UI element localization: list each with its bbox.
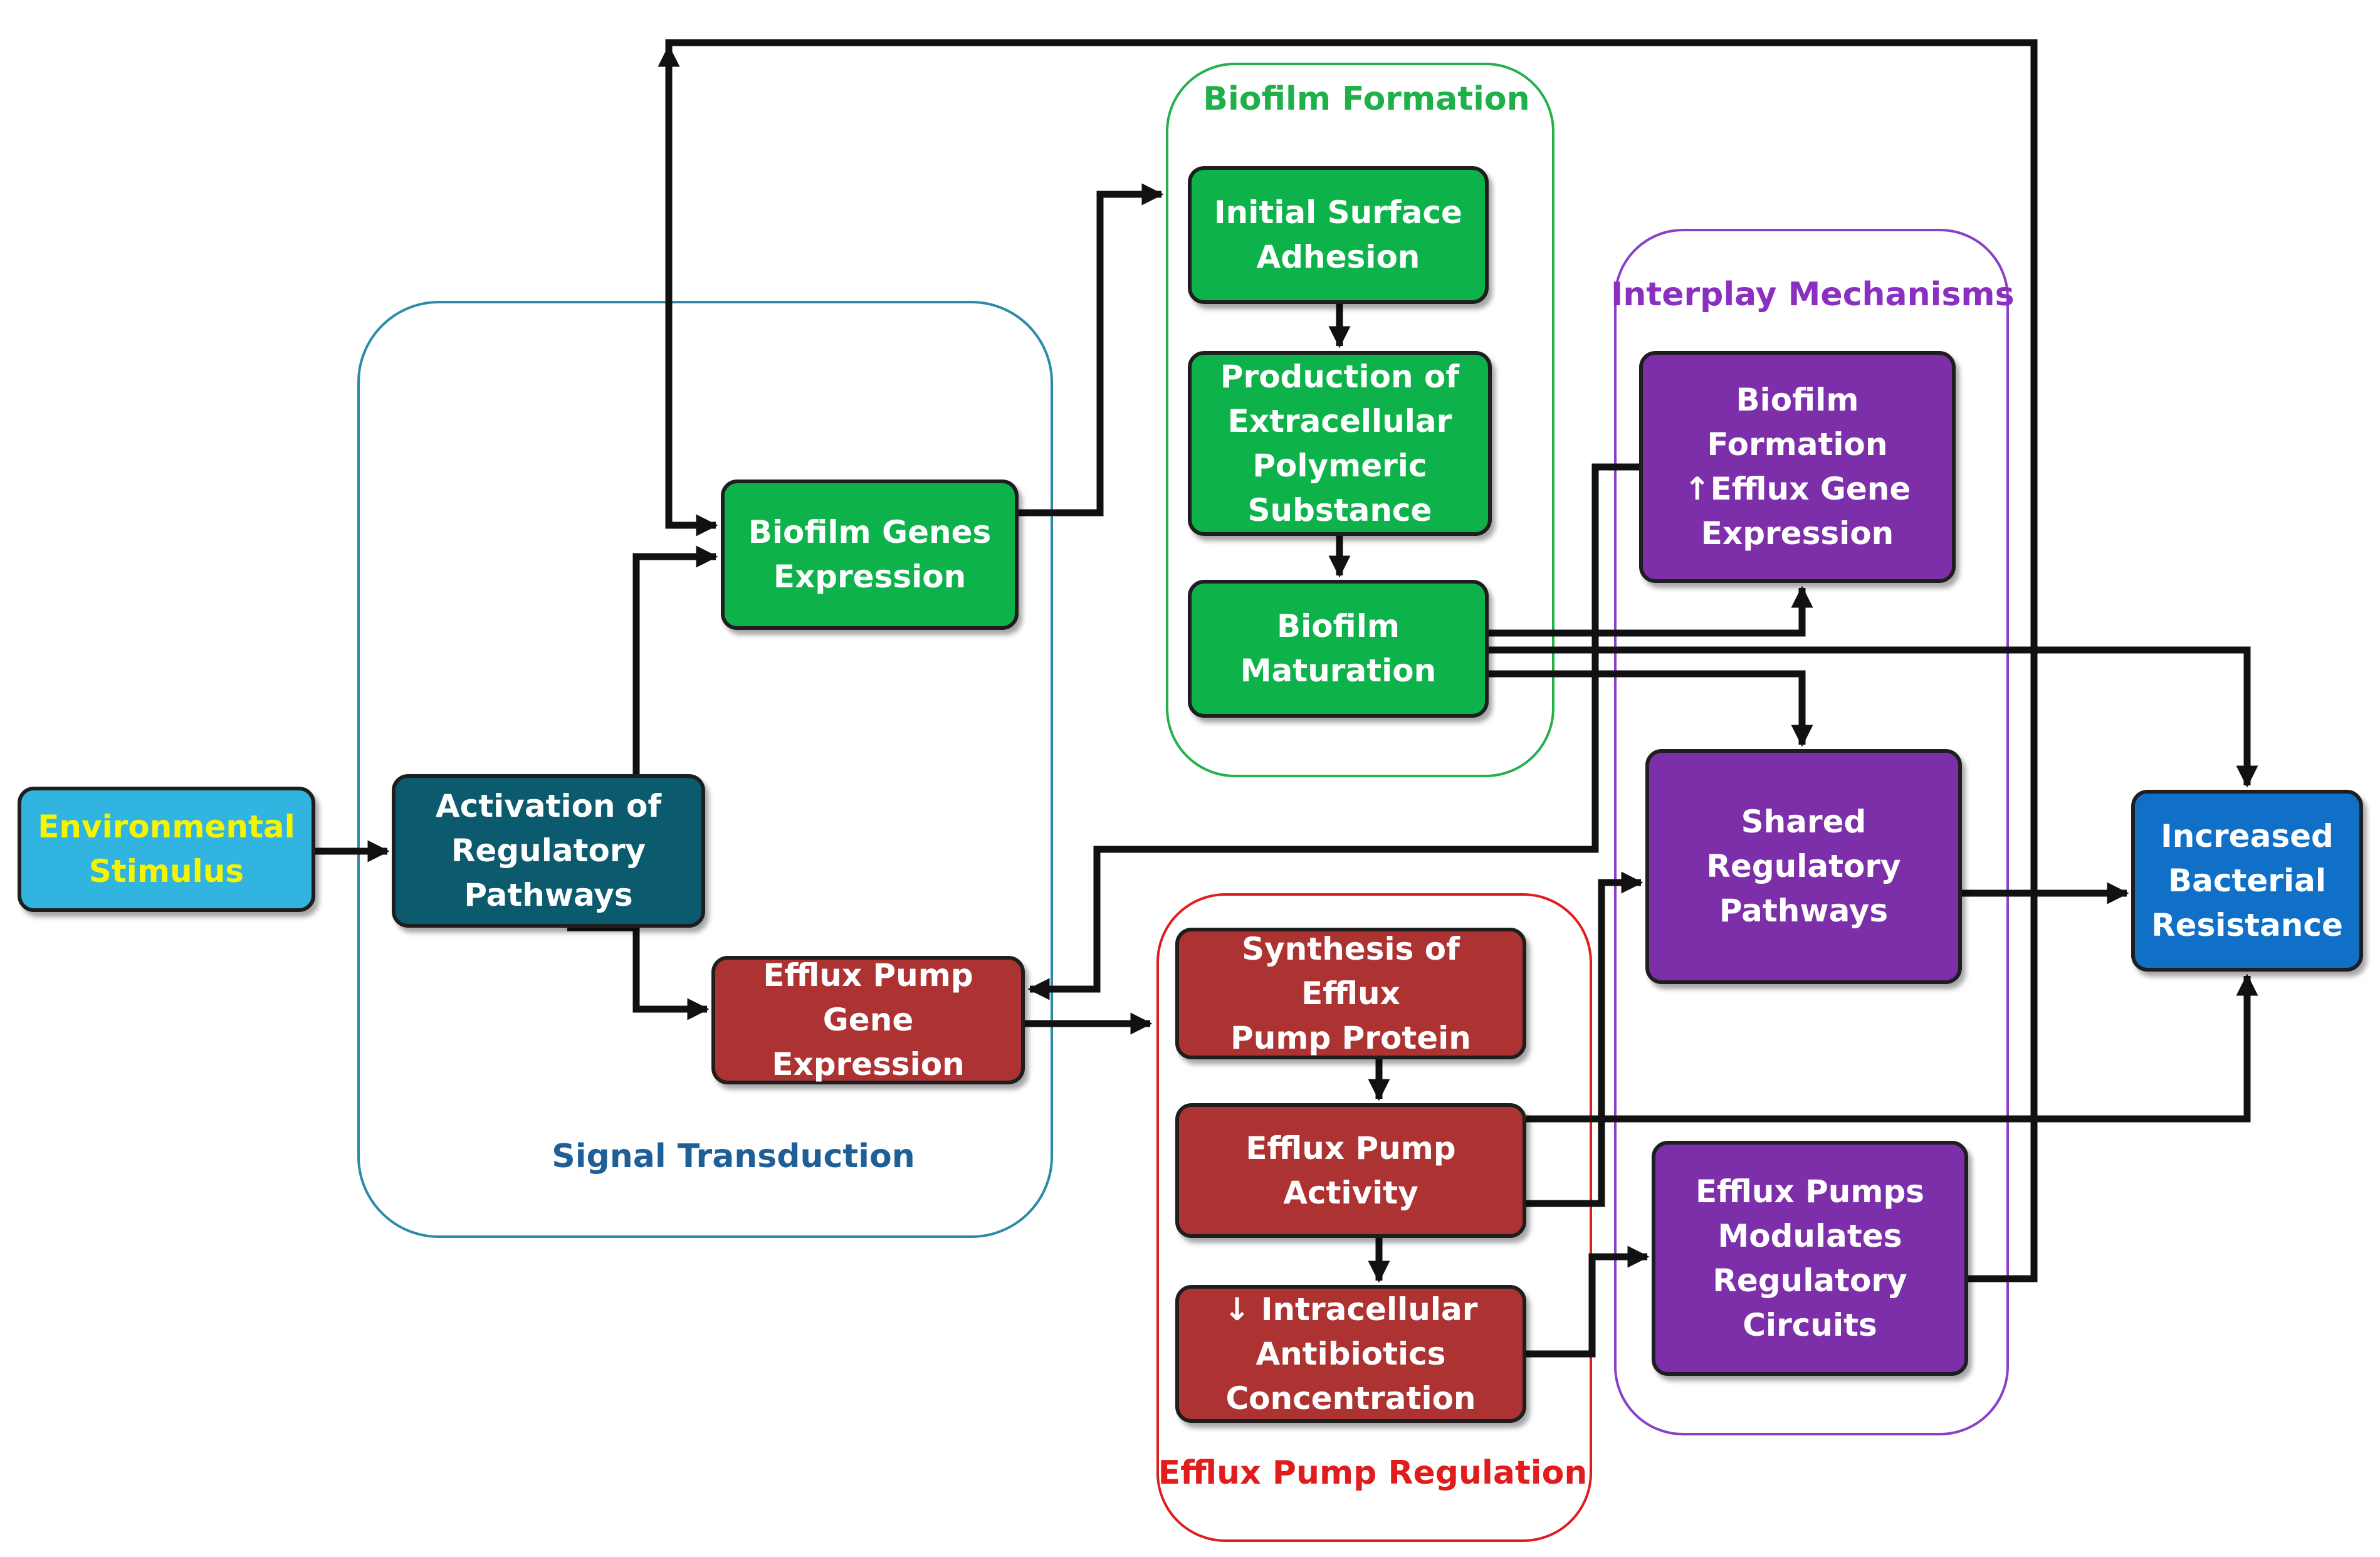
signal-transduction-group: [357, 301, 1053, 1238]
arrow-biofilm-formation-efflux-to-efflux-gene: [1027, 463, 1639, 1000]
arrow-activation-to-biofilm-genes: [632, 545, 718, 774]
increased-bacterial-resistance-node: Increased Bacterial Resistance: [2131, 790, 2363, 972]
environmental-stimulus-text: Environmental Stimulus: [38, 809, 295, 889]
signal-transduction-label: Signal Transduction: [552, 1138, 915, 1175]
arrow-intracellular-to-modulates-circuits: [1526, 1245, 1650, 1358]
biofilm-genes-expression-text: Biofilm Genes Expression: [748, 514, 992, 595]
efflux-pump-regulation-group: [1156, 893, 1592, 1542]
interplay-mechanisms-label: Interplay Mechanisms: [1611, 276, 2015, 313]
production-eps-text: Production of Extracellular Polymeric Su…: [1220, 358, 1460, 528]
biofilm-formation-efflux-expression-node: Biofilm Formation ↑Efflux Gene Expressio…: [1639, 351, 1956, 583]
increased-bacterial-resistance-text: Increased Bacterial Resistance: [2151, 817, 2343, 943]
arrow-activity-to-increased-resistance: [1526, 973, 2258, 1123]
synthesis-efflux-protein-node: Synthesis of Efflux Pump Protein: [1175, 928, 1526, 1059]
shared-regulatory-pathways-node: Shared Regulatory Pathways: [1645, 749, 1962, 984]
efflux-pump-gene-expression-node: Efflux Pump Gene Expression: [711, 956, 1025, 1084]
production-eps-node: Production of Extracellular Polymeric Su…: [1188, 351, 1492, 536]
arrow-activation-to-efflux-gene: [567, 924, 710, 1020]
intracellular-antibiotics-node: ↓ Intracellular Antibiotics Concentratio…: [1175, 1285, 1526, 1423]
efflux-modulates-circuits-node: Efflux Pumps Modulates Regulatory Circui…: [1652, 1141, 1968, 1376]
biofilm-maturation-node: Biofilm Maturation: [1188, 580, 1489, 718]
shared-regulatory-pathways-text: Shared Regulatory Pathways: [1706, 804, 1901, 929]
biofilm-formation-label: Biofilm Formation: [1203, 80, 1530, 118]
arrow-maturation-to-increased-resistance: [1489, 646, 2258, 788]
arrow-modulates-circuits-feedback-to-biofilm-genes: [665, 39, 2038, 1282]
synthesis-efflux-protein-text: Synthesis of Efflux Pump Protein: [1230, 930, 1471, 1056]
efflux-pump-activity-text: Efflux Pump Activity: [1245, 1130, 1456, 1211]
interplay-mechanisms-group: [1614, 229, 2009, 1435]
biofilm-maturation-text: Biofilm Maturation: [1240, 608, 1437, 689]
initial-surface-adhesion-text: Initial Surface Adhesion: [1214, 194, 1462, 275]
activation-regulatory-pathways-node: Activation of Regulatory Pathways: [392, 774, 705, 928]
efflux-pump-regulation-label: Efflux Pump Regulation: [1158, 1454, 1588, 1492]
arrow-maturation-to-shared-pathways: [1489, 670, 1813, 747]
biofilm-formation-efflux-expression-text: Biofilm Formation ↑Efflux Gene Expressio…: [1684, 382, 1911, 552]
arrow-activity-to-shared-pathways: [1526, 871, 1643, 1207]
biofilm-genes-expression-node: Biofilm Genes Expression: [721, 480, 1019, 630]
efflux-modulates-circuits-text: Efflux Pumps Modulates Regulatory Circui…: [1695, 1173, 1925, 1343]
efflux-pump-activity-node: Efflux Pump Activity: [1175, 1103, 1526, 1238]
biofilm-formation-group: [1166, 63, 1554, 777]
arrow-maturation-to-biofilm-formation-efflux: [1489, 585, 1813, 637]
intracellular-antibiotics-text: ↓ Intracellular Antibiotics Concentratio…: [1224, 1291, 1478, 1417]
arrow-biofilm-genes-to-biofilm-formation: [1019, 183, 1164, 516]
initial-surface-adhesion-node: Initial Surface Adhesion: [1188, 166, 1489, 304]
efflux-pump-gene-expression-text: Efflux Pump Gene Expression: [763, 957, 973, 1083]
activation-regulatory-pathways-text: Activation of Regulatory Pathways: [435, 788, 662, 913]
environmental-stimulus-node: Environmental Stimulus: [18, 787, 315, 912]
